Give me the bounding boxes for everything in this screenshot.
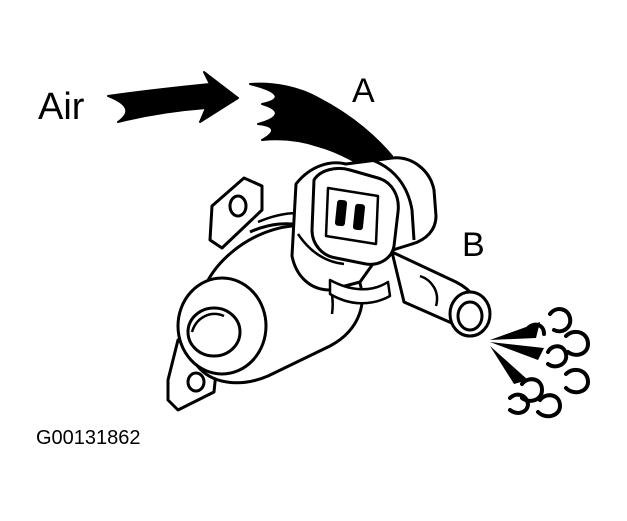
air-flow-arrow-left [107,71,239,123]
air-spray-puffs [508,307,591,419]
figure-id: G00131862 [36,427,141,449]
air-spray-cone [490,322,544,384]
air-label: Air [38,86,85,128]
mounting-flange-upper [208,176,264,250]
air-flow-arrow-hose [249,82,393,177]
valve-end-cap [176,276,268,376]
clamp-band [328,278,392,305]
electrical-connector [310,166,400,266]
port-a-label: A [352,72,375,110]
outlet-pipe [390,250,492,338]
port-b-label: B [462,226,485,264]
